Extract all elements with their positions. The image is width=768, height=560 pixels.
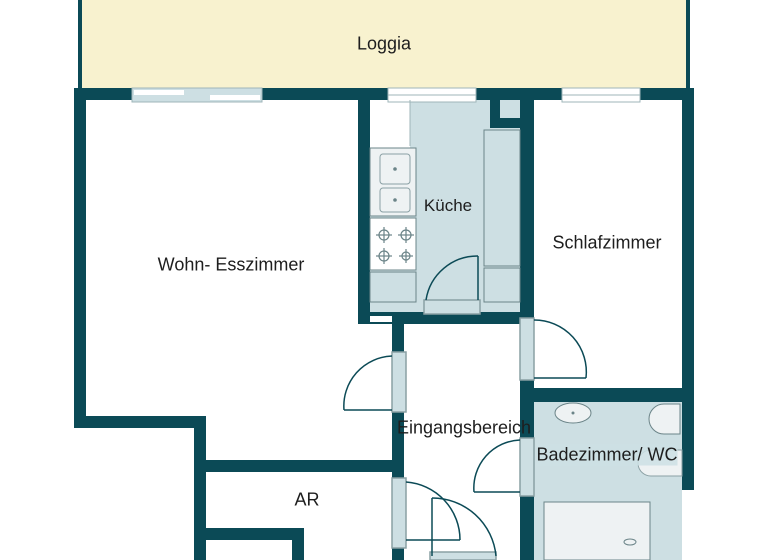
- room-label-kitchen: Küche: [423, 196, 473, 216]
- windows: [131, 87, 641, 103]
- room-label-storage: AR: [294, 489, 320, 510]
- room-label-living: Wohn- Esszimmer: [157, 254, 305, 275]
- room-label-bathroom: Badezimmer/ WC: [536, 444, 678, 466]
- kitchen-fixtures: [369, 100, 521, 303]
- loggia-floor: [78, 0, 690, 92]
- room-label-loggia: Loggia: [356, 33, 412, 54]
- room-label-entrance: Eingangsbereich: [396, 417, 532, 438]
- bathroom-fixtures: [543, 402, 683, 560]
- room-label-bedroom: Schlafzimmer: [552, 232, 662, 253]
- doors: [343, 255, 588, 560]
